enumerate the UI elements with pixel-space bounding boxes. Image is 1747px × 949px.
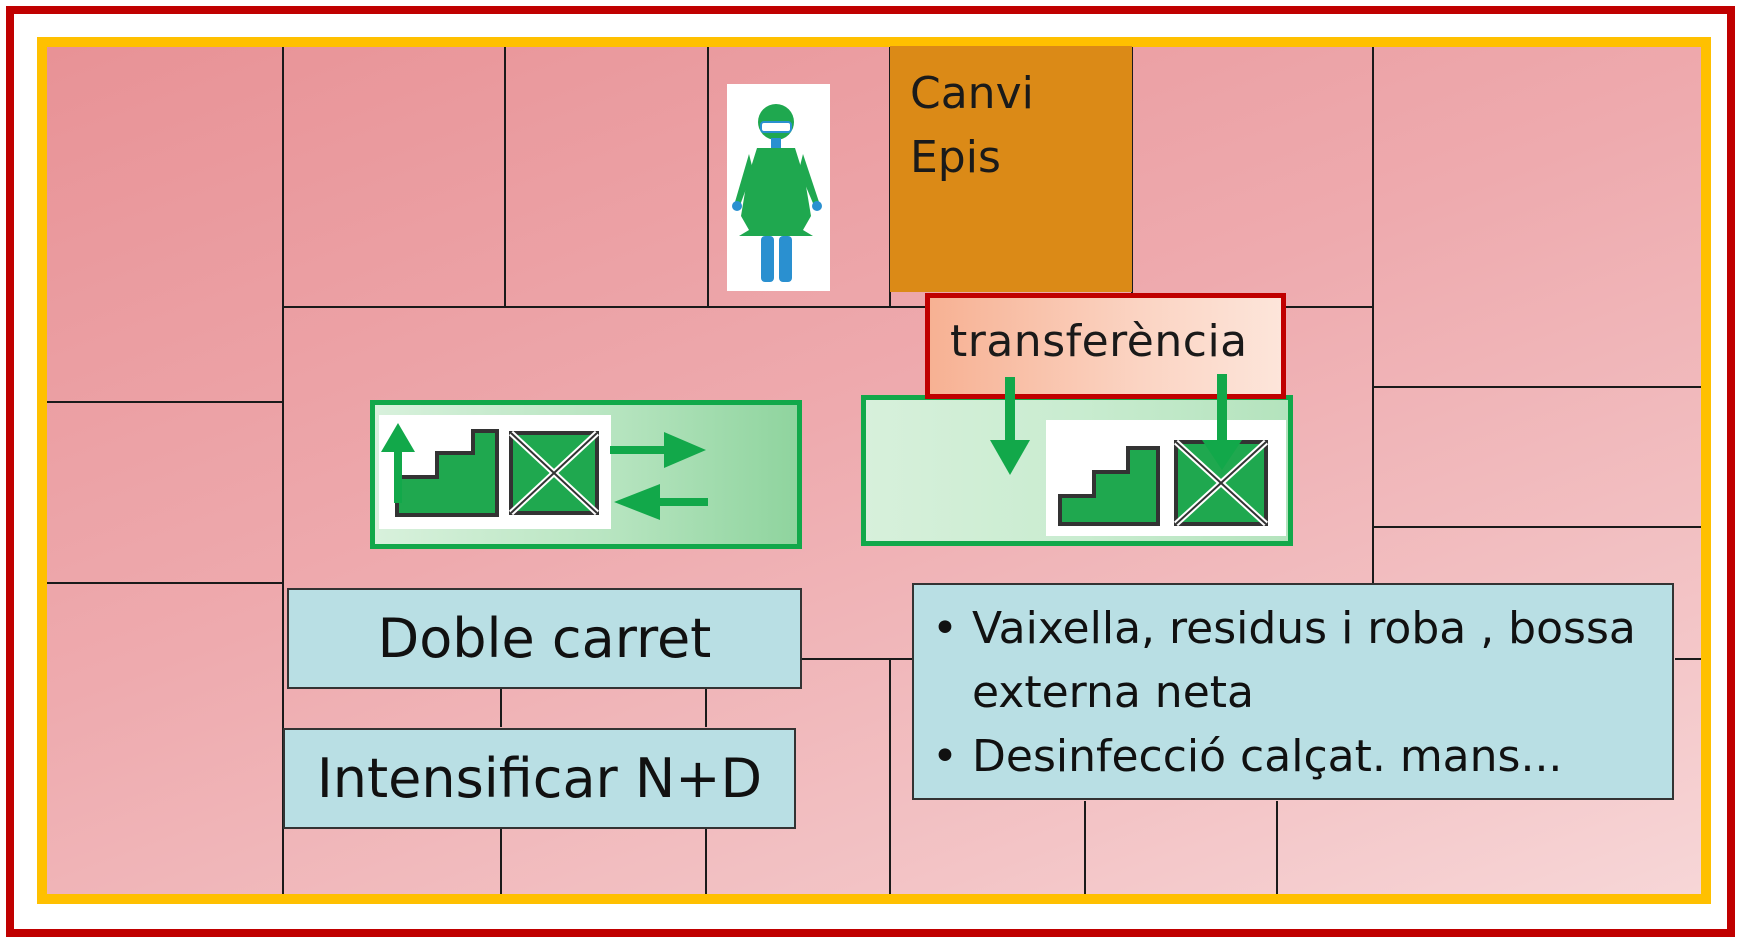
ppe-change-room-label: Canvi Epis <box>910 62 1034 190</box>
transfer-cart-panel <box>861 395 1293 546</box>
cart-icons-panel-left <box>379 415 611 529</box>
ppe-change-room-line2: Epis <box>910 132 1001 183</box>
crossed-box-icon <box>1173 439 1269 527</box>
ppe-change-room-line1: Canvi <box>910 68 1034 119</box>
instruction-item: Desinfecció calçat. mans... <box>932 725 1662 789</box>
transfer-zone-label: transferència <box>950 316 1248 367</box>
crossed-box-icon <box>508 430 600 516</box>
ppe-change-room: Canvi Epis <box>890 46 1132 292</box>
nurse-ppe-icon <box>727 84 830 291</box>
double-cart-panel <box>370 400 802 549</box>
instruction-item: Vaixella, residus i roba , bossa externa… <box>932 597 1662 725</box>
double-cart-label: Doble carret <box>287 588 802 689</box>
instructions-list: Vaixella, residus i roba , bossa externa… <box>914 585 1672 789</box>
transfer-zone: transferència <box>925 293 1286 399</box>
cart-icons-panel-right <box>1046 420 1286 536</box>
intensify-cleaning-label: Intensificar N+D <box>283 728 796 829</box>
stairs-icon <box>1058 446 1160 526</box>
stairs-icon <box>395 429 499 517</box>
instructions-box: Vaixella, residus i roba , bossa externa… <box>912 583 1674 800</box>
